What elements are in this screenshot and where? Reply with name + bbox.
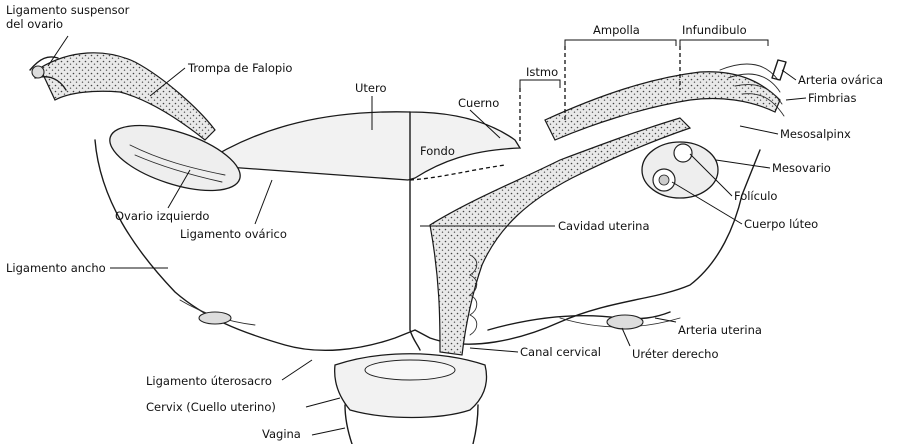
label-ligamento-suspensor-2: del ovario [6, 17, 63, 31]
leader-fimbrias [786, 98, 806, 100]
uterus-fundus [200, 112, 520, 180]
broad-ligament-lower-fold [180, 300, 680, 327]
label-utero: Utero [355, 81, 387, 95]
label-ampolla: Ampolla [593, 23, 640, 37]
leader-mesovario [716, 160, 770, 168]
label-canal-cervical: Canal cervical [520, 345, 601, 359]
label-mesosalpinx: Mesosalpinx [780, 127, 851, 141]
follicle [674, 144, 692, 162]
leader-ligamento-ovarico [255, 180, 272, 224]
left-ovary [102, 112, 247, 203]
leader-ureter-derecho [622, 328, 630, 346]
right-ovarian-artery-stub [772, 60, 786, 80]
leader-vagina [312, 428, 345, 435]
leader-canal-cervical [470, 348, 518, 352]
leader-mesosalpinx [740, 126, 778, 134]
right-ureter [607, 315, 643, 329]
label-fimbrias: Fimbrias [808, 91, 856, 105]
label-ovario-izquierdo: Ovario izquierdo [115, 209, 209, 223]
leader-cervix [306, 398, 340, 407]
anatomy-illustration [30, 53, 786, 444]
label-arteria-ovarica: Arteria ovárica [798, 73, 883, 87]
label-trompa: Trompa de Falopio [187, 61, 292, 75]
label-infundibulo: Infundibulo [682, 23, 747, 37]
label-vagina: Vagina [262, 427, 301, 441]
label-cuerno: Cuerno [458, 96, 499, 110]
label-cuerpo-luteo: Cuerpo lúteo [744, 217, 818, 231]
left-ureter [199, 312, 231, 324]
leader-arteria-ovarica [782, 70, 796, 80]
infundibulo-bracket [680, 40, 768, 46]
cervix-opening [365, 360, 455, 380]
label-arteria-uterina: Arteria uterina [678, 323, 762, 337]
label-foliculo: Folículo [734, 189, 777, 203]
label-cervix: Cervix (Cuello uterino) [146, 400, 276, 414]
label-istmo: Istmo [526, 65, 558, 79]
label-mesovario: Mesovario [772, 161, 831, 175]
left-ovarian-vessel [32, 66, 44, 78]
label-ligamento-uterosacro: Ligamento úterosacro [146, 374, 272, 388]
corpus-luteum-core [659, 175, 669, 185]
label-ligamento-ancho: Ligamento ancho [6, 261, 106, 275]
istmo-bracket [520, 80, 560, 88]
ampolla-bracket [565, 40, 676, 46]
label-ureter-derecho: Uréter derecho [632, 347, 719, 361]
leader-ligamento-uterosacro [282, 360, 312, 380]
label-ligamento-suspensor-1: Ligamento suspensor [6, 3, 130, 17]
label-ligamento-ovarico: Ligamento ovárico [180, 227, 287, 241]
label-fondo: Fondo [420, 144, 455, 158]
label-cavidad-uterina: Cavidad uterina [558, 219, 650, 233]
